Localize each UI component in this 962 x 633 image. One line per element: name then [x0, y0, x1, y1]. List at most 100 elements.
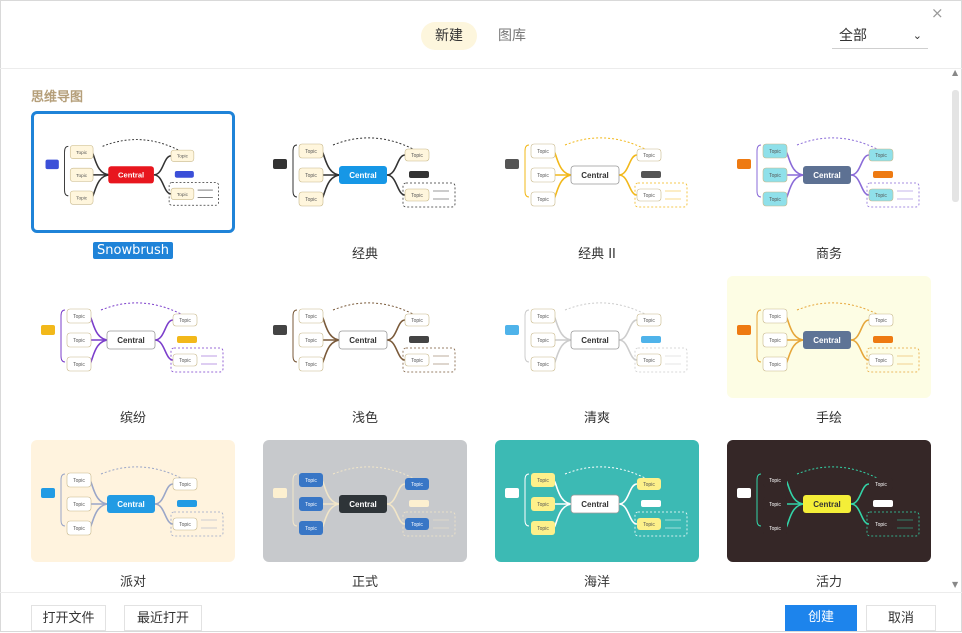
close-icon[interactable]: ×	[931, 4, 944, 22]
svg-text:Topic: Topic	[411, 318, 423, 324]
template-name-text: 经典 II	[578, 247, 616, 262]
template-name[interactable]: 手绘	[727, 407, 931, 426]
template-name[interactable]: 海洋	[495, 571, 699, 590]
template-name[interactable]: 经典	[263, 243, 467, 262]
svg-text:Topic: Topic	[411, 153, 423, 159]
recent-files-button[interactable]: 最近打开	[124, 605, 202, 631]
svg-text:Topic: Topic	[643, 522, 655, 528]
scrollbar-thumb[interactable]	[952, 90, 959, 202]
svg-text:Topic: Topic	[769, 502, 781, 508]
category-filter-select[interactable]: 全部 ⌄	[832, 24, 928, 49]
tab-new[interactable]: 新建	[421, 22, 477, 50]
svg-text:Topic: Topic	[305, 362, 317, 368]
scroll-down-arrow-icon[interactable]: ▼	[952, 580, 959, 589]
template-name-text: 手绘	[815, 411, 842, 426]
svg-text:Topic: Topic	[769, 526, 781, 532]
svg-text:Central: Central	[349, 500, 377, 509]
svg-text:Topic: Topic	[411, 358, 423, 364]
template-name-text: Snowbrush	[93, 242, 173, 259]
svg-text:Topic: Topic	[179, 318, 191, 324]
svg-text:Topic: Topic	[73, 314, 85, 320]
template-name-text: 正式	[351, 575, 378, 590]
template-name[interactable]: 缤纷	[31, 407, 235, 426]
svg-text:Central: Central	[813, 171, 841, 180]
template-name[interactable]: 派对	[31, 571, 235, 590]
svg-text:Topic: Topic	[179, 482, 191, 488]
svg-text:Topic: Topic	[643, 482, 655, 488]
svg-text:Topic: Topic	[73, 502, 85, 508]
template-name[interactable]: 浅色	[263, 407, 467, 426]
svg-text:Central: Central	[813, 336, 841, 345]
svg-text:Topic: Topic	[537, 502, 549, 508]
svg-text:Topic: Topic	[643, 318, 655, 324]
svg-text:Topic: Topic	[305, 314, 317, 320]
svg-text:Topic: Topic	[305, 338, 317, 344]
create-button[interactable]: 创建	[785, 605, 857, 631]
template-name[interactable]: 经典 II	[495, 243, 699, 262]
svg-text:Topic: Topic	[537, 478, 549, 484]
svg-text:Central: Central	[349, 171, 377, 180]
svg-text:Topic: Topic	[305, 526, 317, 532]
template-name[interactable]: Snowbrush	[31, 242, 235, 259]
svg-text:Topic: Topic	[875, 153, 887, 159]
svg-text:Topic: Topic	[73, 338, 85, 344]
svg-text:Topic: Topic	[177, 192, 189, 198]
template-name-text: 缤纷	[119, 411, 146, 426]
svg-text:Topic: Topic	[537, 526, 549, 532]
svg-text:Topic: Topic	[537, 338, 549, 344]
category-filter-value: 全部	[839, 28, 867, 44]
svg-text:Topic: Topic	[769, 314, 781, 320]
svg-text:Topic: Topic	[177, 154, 189, 160]
svg-text:Topic: Topic	[875, 522, 887, 528]
svg-text:Topic: Topic	[411, 522, 423, 528]
template-name-text: 派对	[119, 575, 146, 590]
template-name[interactable]: 正式	[263, 571, 467, 590]
template-name-text: 经典	[351, 247, 378, 262]
template-name-text: 活力	[815, 575, 842, 590]
template-name[interactable]: 清爽	[495, 407, 699, 426]
svg-text:Topic: Topic	[73, 362, 85, 368]
cancel-button[interactable]: 取消	[866, 605, 936, 631]
footer-bar	[0, 592, 962, 633]
svg-text:Topic: Topic	[875, 318, 887, 324]
template-name[interactable]: 活力	[727, 571, 931, 590]
scroll-up-arrow-icon[interactable]: ▲	[952, 68, 959, 77]
svg-text:Topic: Topic	[537, 173, 549, 179]
tab-gallery[interactable]: 图库	[498, 28, 526, 44]
svg-text:Topic: Topic	[537, 362, 549, 368]
svg-text:Central: Central	[813, 500, 841, 509]
svg-text:Topic: Topic	[305, 502, 317, 508]
svg-text:Topic: Topic	[411, 193, 423, 199]
svg-text:Topic: Topic	[305, 173, 317, 179]
open-file-button[interactable]: 打开文件	[31, 605, 106, 631]
template-name[interactable]: 商务	[727, 243, 931, 262]
svg-text:Central: Central	[117, 500, 145, 509]
svg-text:Topic: Topic	[769, 362, 781, 368]
template-name-text: 清爽	[583, 411, 610, 426]
svg-text:Topic: Topic	[643, 193, 655, 199]
template-name-text: 商务	[815, 247, 842, 262]
svg-text:Central: Central	[581, 171, 609, 180]
svg-text:Central: Central	[118, 171, 144, 180]
svg-text:Topic: Topic	[769, 478, 781, 484]
svg-text:Topic: Topic	[305, 149, 317, 155]
